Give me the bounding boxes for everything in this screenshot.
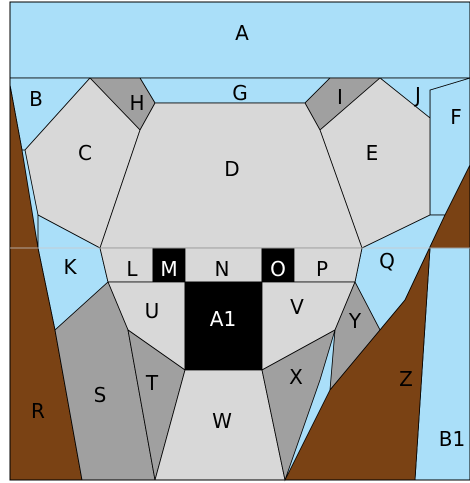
label-e: E [366, 141, 379, 165]
label-a: A [235, 21, 249, 45]
label-t: T [145, 371, 159, 395]
label-b1: B1 [439, 427, 465, 451]
label-m: M [160, 257, 177, 281]
label-k: K [63, 255, 77, 279]
label-c: C [78, 141, 92, 165]
label-s: S [94, 383, 107, 407]
label-z: Z [399, 367, 413, 391]
label-r: R [31, 399, 45, 423]
label-n: N [215, 257, 230, 281]
label-y: Y [348, 309, 362, 333]
label-f: F [450, 105, 462, 129]
label-p: P [316, 257, 328, 281]
label-x: X [289, 365, 303, 389]
pattern-border [9, 1, 470, 481]
label-b: B [29, 87, 43, 111]
label-a1: A1 [210, 307, 236, 331]
piece-a [9, 1, 470, 79]
label-j: J [413, 83, 421, 107]
label-v: V [290, 295, 304, 319]
label-l: L [126, 257, 138, 281]
piece-x [261, 329, 336, 482]
label-w: W [212, 409, 232, 433]
label-d: D [224, 157, 239, 181]
piece-o [261, 247, 295, 283]
piece-m [152, 247, 186, 283]
label-q: Q [379, 249, 395, 273]
label-u: U [145, 299, 160, 323]
label-h: H [129, 91, 144, 115]
label-i: I [337, 85, 343, 109]
label-g: G [232, 81, 248, 105]
label-o: O [270, 257, 286, 281]
